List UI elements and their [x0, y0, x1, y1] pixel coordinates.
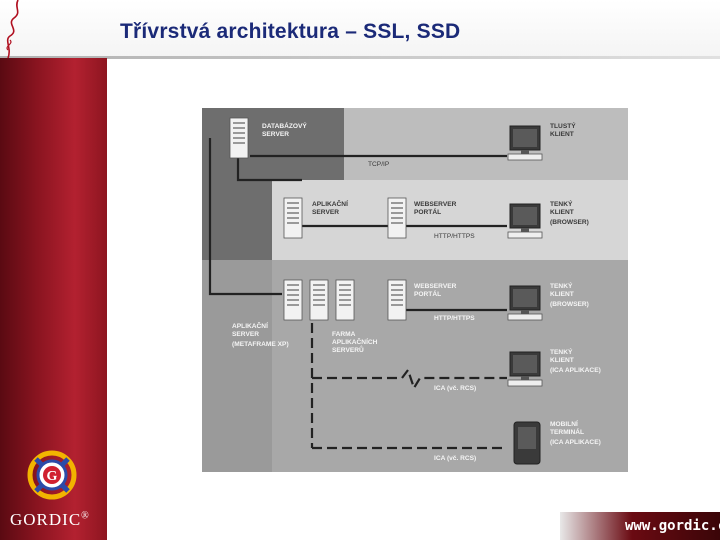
gordic-emblem-icon: G: [27, 450, 77, 500]
website-url: www.gordic.cz: [625, 518, 720, 534]
header-divider: [0, 56, 720, 59]
thin-client-ica-label: TENKÝ KLIENT (ICA APLIKACE): [550, 347, 601, 374]
registered-mark: ®: [81, 510, 90, 522]
webserver-2-label: WEBSERVER PORTÁL: [414, 283, 458, 298]
slide-header: [0, 0, 720, 58]
http-label-1: HTTP/HTTPS: [434, 233, 475, 240]
slide-title: Třívrstvá architektura – SSL, SSD: [120, 20, 461, 43]
app-server-label: APLIKAČNÍ SERVER: [312, 199, 350, 216]
farm-server-2-icon: [309, 279, 329, 321]
metaframe-server-label: APLIKAČNÍ SERVER (METAFRAME XP): [232, 321, 289, 348]
footer-band: [560, 512, 720, 540]
http-label-2: HTTP/HTTPS: [434, 315, 475, 322]
db-server-icon: [229, 117, 249, 159]
farm-zone: [272, 260, 628, 472]
app-server-icon: [283, 197, 303, 239]
ica-label-2: ICA (vč. RCS): [434, 455, 476, 462]
farm-server-1-icon: [283, 279, 303, 321]
thin-client-1-icon: [507, 203, 543, 239]
thick-client-icon: [507, 125, 543, 161]
thin-client-2-label: TENKÝ KLIENT (BROWSER): [550, 281, 589, 308]
db-to-metaframe-link: [208, 138, 282, 296]
ica-line-1: [312, 367, 507, 391]
thin-client-2-icon: [507, 285, 543, 321]
webserver-1-icon: [387, 197, 407, 239]
thin-client-1-label: TENKÝ KLIENT (BROWSER): [550, 199, 589, 226]
mobile-terminal-icon: [513, 421, 541, 465]
webserver-2-icon: [387, 279, 407, 321]
web-tier-zone: [272, 180, 628, 260]
db-server-label: DATABÁZOVÝ SERVER: [262, 121, 309, 138]
gordic-logo: G: [8, 445, 103, 535]
thin-client-ica-icon: [507, 351, 543, 387]
ica-label-1: ICA (vč. RCS): [434, 385, 476, 392]
thick-client-zone: [344, 108, 628, 180]
mobile-terminal-label: MOBILNÍ TERMINÁL (ICA APLIKACE): [550, 419, 601, 446]
brand-name-text: GORDIC: [10, 510, 82, 529]
architecture-diagram: DATABÁZOVÝ SERVER TLUSTÝ KLIENT APLIKAČN…: [202, 108, 628, 472]
svg-text:G: G: [47, 469, 58, 484]
decorative-swirl-icon: [6, 0, 19, 59]
webserver-1-label: WEBSERVER PORTÁL: [414, 201, 458, 216]
db-to-app-link: [236, 156, 302, 182]
farm-server-3-icon: [335, 279, 355, 321]
farm-label: FARMA APLIKAČNÍCH SERVERŮ: [332, 331, 379, 354]
thick-client-label: TLUSTÝ KLIENT: [550, 121, 578, 138]
brand-name: GORDIC®: [10, 510, 90, 530]
tcpip-label: TCP/IP: [368, 161, 390, 168]
